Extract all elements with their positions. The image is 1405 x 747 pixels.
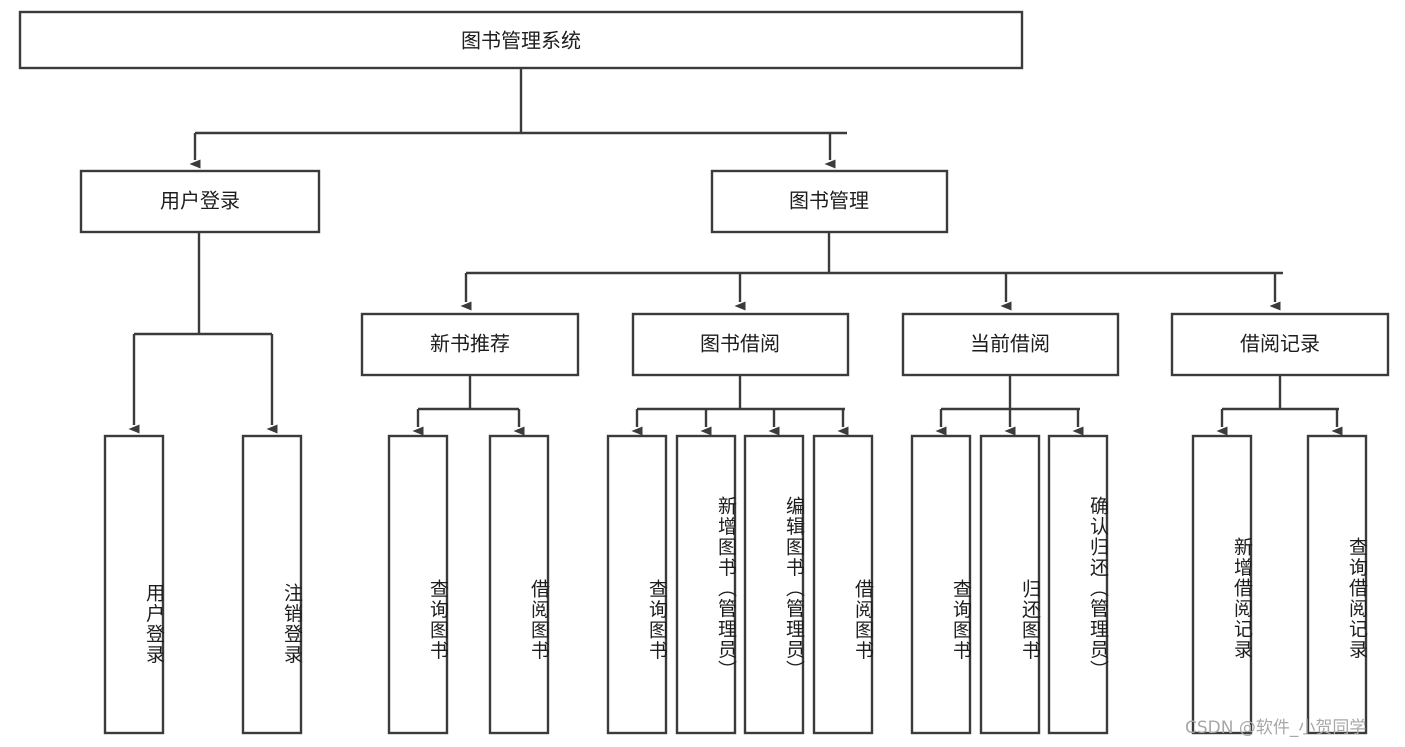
node-leaf-return-book[interactable] bbox=[979, 434, 1041, 735]
node-leaf-borrow-book-1[interactable] bbox=[488, 434, 550, 735]
node-leaf-user-login[interactable] bbox=[103, 434, 165, 735]
node-root[interactable] bbox=[18, 10, 1024, 70]
node-current-borrow-label: 当前借阅 bbox=[970, 332, 1050, 356]
node-borrow-record[interactable] bbox=[1170, 312, 1390, 377]
node-leaf-query-book-1[interactable] bbox=[387, 434, 449, 735]
node-leaf-edit-book[interactable] bbox=[743, 434, 805, 735]
node-leaf-confirm-return[interactable] bbox=[1047, 434, 1109, 735]
node-new-book-recommend-label: 新书推荐 bbox=[430, 332, 510, 356]
edge-userlogin-to-leaves bbox=[128, 232, 278, 434]
node-book-borrow-label: 图书借阅 bbox=[700, 332, 780, 356]
edge-newbook-to-leaves bbox=[412, 375, 525, 436]
node-book-manage[interactable] bbox=[710, 169, 949, 234]
node-new-book-recommend[interactable] bbox=[360, 312, 580, 377]
node-leaf-query-book-3[interactable] bbox=[910, 434, 972, 735]
node-leaf-add-book[interactable] bbox=[675, 434, 737, 735]
node-user-login-label: 用户登录 bbox=[160, 189, 240, 213]
node-user-login[interactable] bbox=[79, 169, 321, 234]
node-root-label: 图书管理系统 bbox=[461, 29, 581, 53]
node-book-manage-label: 图书管理 bbox=[789, 189, 869, 213]
edge-bookmanage-to-level3 bbox=[460, 232, 1283, 311]
node-current-borrow[interactable] bbox=[901, 312, 1120, 377]
node-leaf-add-record[interactable] bbox=[1191, 434, 1253, 735]
node-leaf-borrow-book-2[interactable] bbox=[812, 434, 874, 735]
edge-borrowrecord-to-leaves bbox=[1216, 375, 1343, 436]
watermark-text: CSDN @软件_小贺同学 bbox=[1185, 718, 1367, 738]
edge-bookborrow-to-leaves bbox=[631, 375, 849, 436]
edge-root-to-level2 bbox=[189, 68, 847, 169]
node-borrow-record-label: 借阅记录 bbox=[1240, 332, 1320, 356]
edge-currentborrow-to-leaves bbox=[935, 375, 1084, 436]
node-leaf-logout[interactable] bbox=[241, 434, 303, 735]
node-book-borrow[interactable] bbox=[631, 312, 850, 377]
node-leaf-query-book-2[interactable] bbox=[606, 434, 668, 735]
node-leaf-query-record[interactable] bbox=[1306, 434, 1368, 735]
